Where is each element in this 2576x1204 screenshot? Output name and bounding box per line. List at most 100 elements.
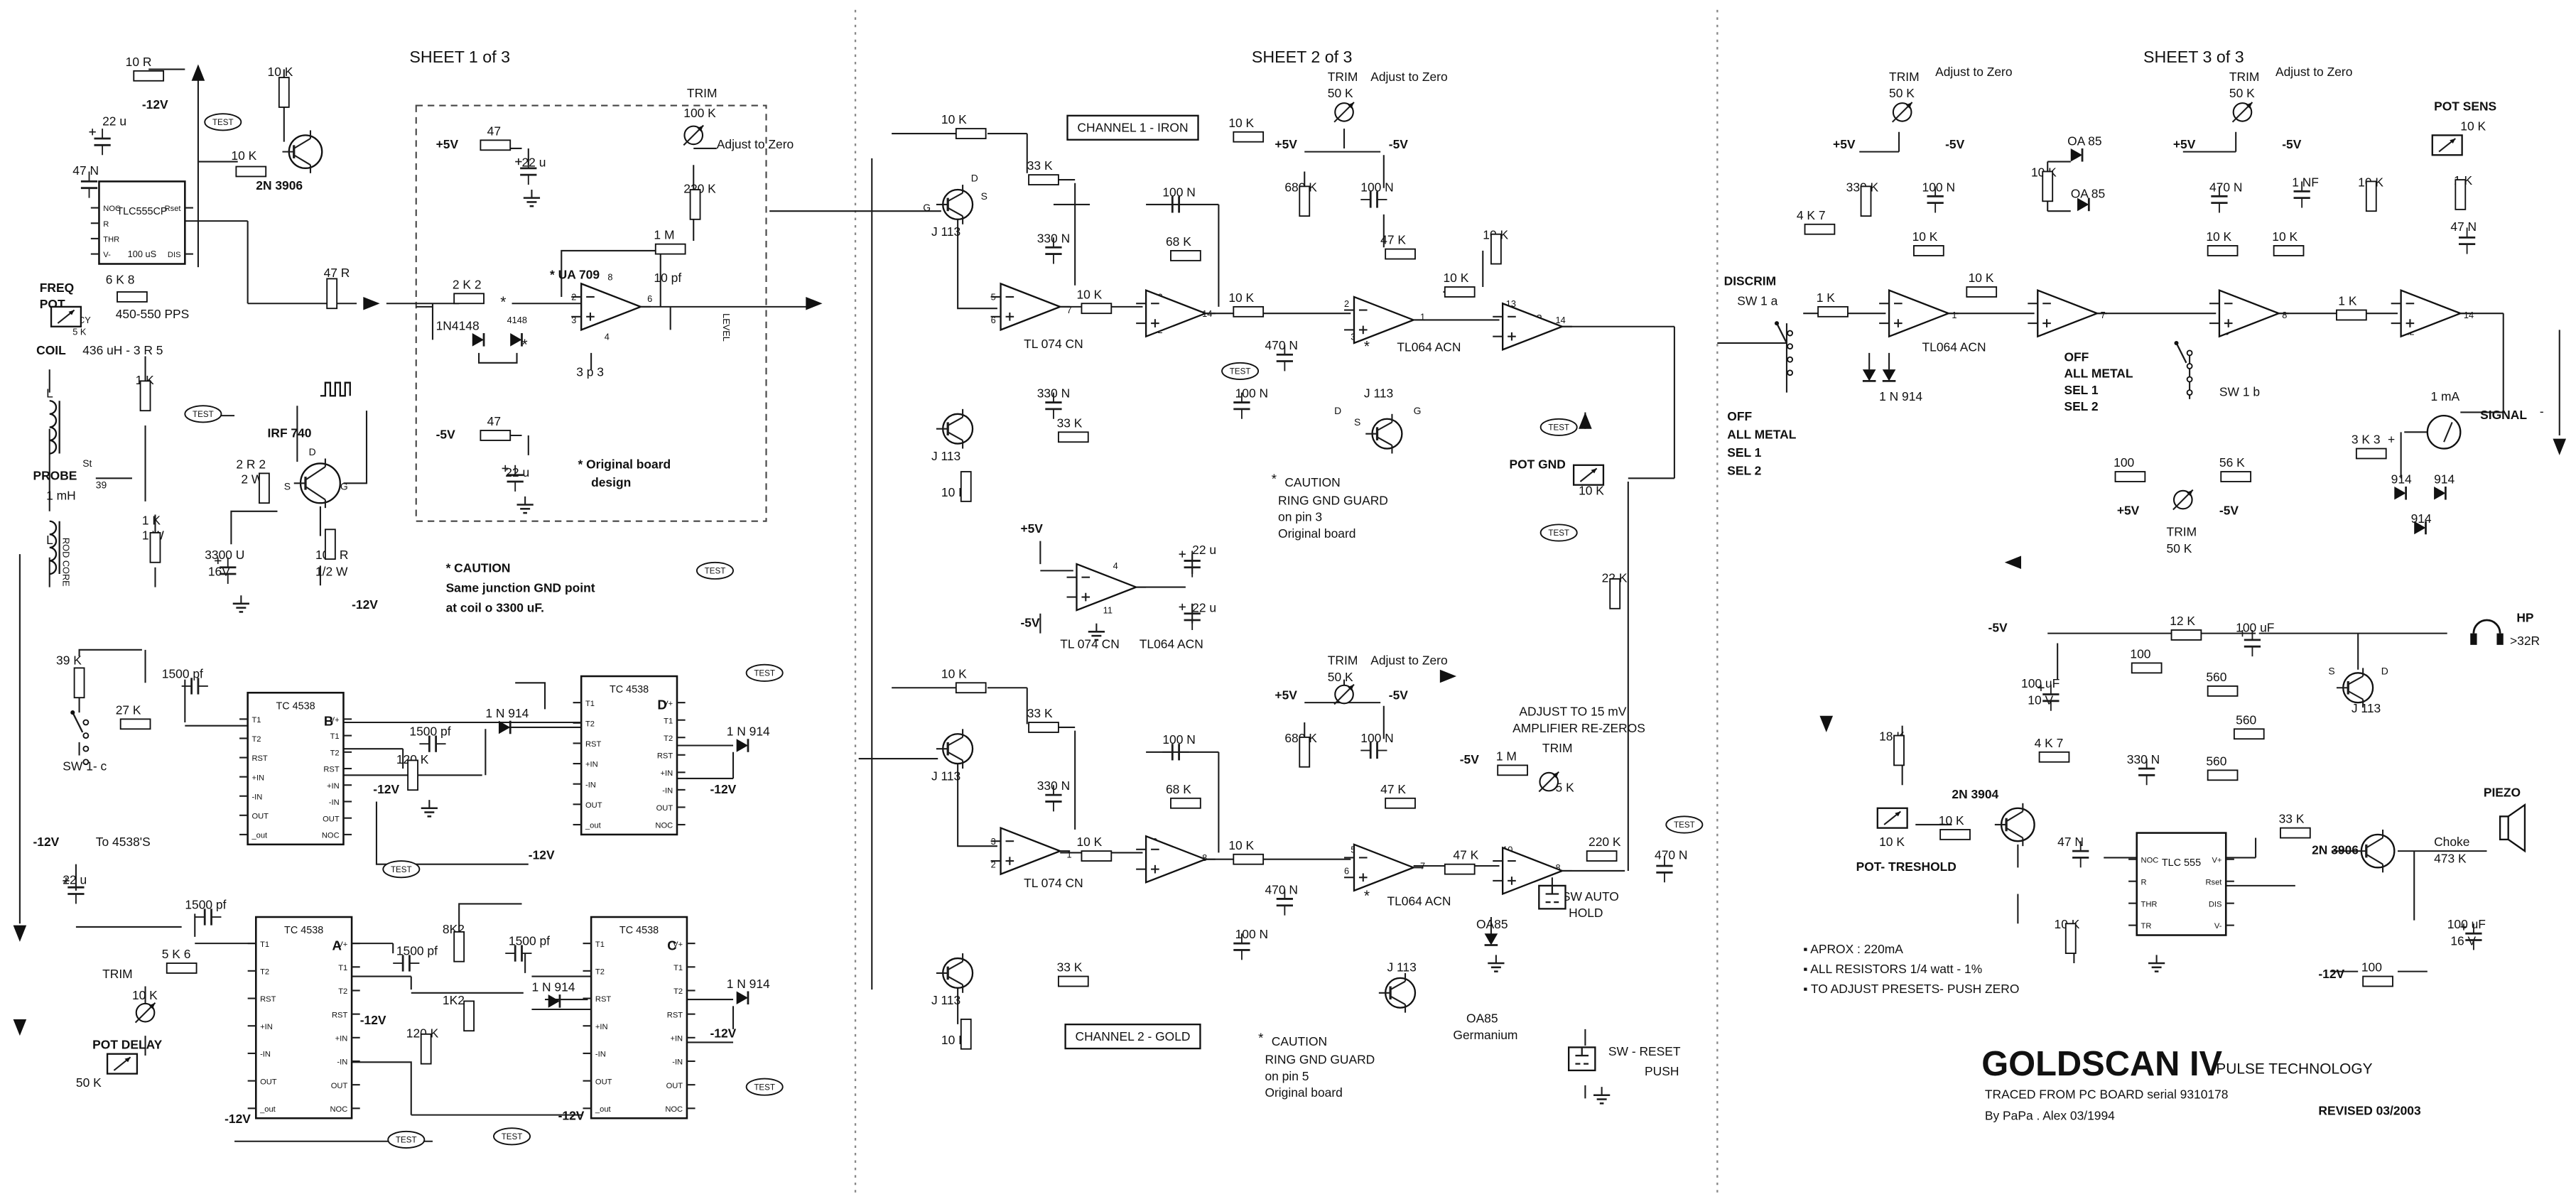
- resistor-symbol: [1586, 850, 1618, 862]
- resistor-symbol: [1299, 185, 1311, 217]
- schematic-label: DISCRIM: [1724, 274, 1777, 288]
- svg-text:V+: V+: [330, 716, 340, 725]
- svg-text:22 u: 22 u: [102, 114, 126, 128]
- svg-text:100 N: 100 N: [1922, 180, 1955, 194]
- resistor-symbol: [2220, 471, 2252, 482]
- svg-text:1 K: 1 K: [142, 513, 161, 527]
- svg-text:1: 1: [1067, 849, 1072, 859]
- svg-text:TC 4538: TC 4538: [610, 684, 649, 695]
- svg-text:TEST: TEST: [1230, 367, 1251, 376]
- schematic-label: 914: [2434, 472, 2455, 486]
- schematic-label: 2N 3906: [256, 178, 303, 192]
- diode-symbol: [2394, 486, 2407, 500]
- resistor-symbol: [420, 1033, 432, 1065]
- schematic-label: 2: [1344, 298, 1349, 309]
- schematic-label: J 113: [1387, 960, 1416, 975]
- transistor-symbol: [936, 408, 974, 449]
- schematic-label: 1N4148: [436, 318, 480, 332]
- schematic-label: 2N 3904: [1952, 787, 1998, 801]
- svg-text:-12V: -12V: [558, 1109, 585, 1123]
- capacitor-symbol: [2458, 227, 2476, 254]
- schematic-label: ▪ TO ADJUST PRESETS- PUSH ZERO: [1803, 982, 2019, 996]
- svg-text:IRF 740: IRF 740: [268, 425, 312, 440]
- svg-text:10 K: 10 K: [1969, 271, 1994, 285]
- svg-text:10 K: 10 K: [1579, 484, 1604, 498]
- schematic-label: 6: [647, 293, 652, 304]
- resistor-symbol: [1490, 233, 1502, 265]
- svg-text:2 R 2: 2 R 2: [236, 457, 266, 471]
- schematic-label: 470 N: [1655, 848, 1687, 862]
- svg-text:D: D: [1334, 405, 1341, 416]
- svg-text:47 N: 47 N: [2057, 835, 2084, 849]
- capacitor-symbol: [1360, 742, 1387, 759]
- schematic-label: CAUTION: [1284, 475, 1340, 489]
- svg-text:1: 1: [1952, 310, 1957, 320]
- svg-text:-IN: -IN: [672, 1058, 683, 1067]
- svg-text:COIL: COIL: [36, 343, 66, 357]
- svg-text:TL064 ACN: TL064 ACN: [1397, 340, 1461, 354]
- schematic-label: +5V: [2173, 137, 2196, 151]
- schematic-label: 10 K: [132, 988, 158, 1002]
- svg-text:AMPLIFIER RE-ZEROS: AMPLIFIER RE-ZEROS: [1512, 721, 1645, 735]
- schematic-label: Original board: [1265, 1085, 1342, 1100]
- schematic-label: 10 pf: [654, 271, 681, 285]
- schematic-label: Adjust to Zero: [1935, 65, 2012, 79]
- svg-text:473 K: 473 K: [2434, 851, 2467, 865]
- resistor-symbol: [2114, 471, 2146, 482]
- schematic-label: TL064 ACN: [1387, 894, 1451, 909]
- schematic-label: 10 K: [1228, 838, 1254, 852]
- transistor-symbol: [936, 729, 974, 769]
- resistor-symbol: [453, 931, 465, 962]
- schematic-label: -5V: [2219, 503, 2239, 517]
- svg-text:TRIM: TRIM: [1328, 70, 1358, 84]
- schematic-label: TRIM: [1542, 741, 1573, 755]
- schematic-label: CHANNEL 2 - GOLD: [1064, 1024, 1201, 1050]
- resistor-symbol: [1444, 863, 1476, 875]
- svg-text:47 K: 47 K: [1380, 233, 1406, 247]
- svg-text:10 V: 10 V: [2028, 693, 2053, 707]
- svg-text:GOLDSCAN IV: GOLDSCAN IV: [1981, 1045, 2222, 1083]
- svg-text:OFF: OFF: [2064, 350, 2089, 364]
- capacitor-symbol: [393, 955, 420, 972]
- resistor-symbol: [480, 430, 512, 441]
- schematic-label: 1 mH: [46, 489, 76, 503]
- ic-chip: TC 4538DT1T2RST+IN-INOUT_outV+T1T2RST+IN…: [573, 675, 686, 836]
- schematic-label: To 4538'S: [96, 835, 151, 849]
- trimpot-symbol: [2172, 489, 2194, 511]
- schematic-label: 5 K: [72, 326, 87, 337]
- test-point: TEST: [382, 860, 421, 879]
- schematic-label: -5V: [1389, 688, 1408, 703]
- schematic-label: +5V: [1020, 521, 1043, 536]
- svg-text:1 N 914: 1 N 914: [727, 725, 770, 739]
- resistor-symbol: [119, 718, 151, 730]
- svg-text:J 113: J 113: [931, 449, 960, 463]
- test-point: TEST: [204, 113, 242, 131]
- svg-text:1 M: 1 M: [1496, 749, 1517, 763]
- schematic-label: SHEET 1 of 3: [409, 48, 510, 66]
- svg-text:TC 4538: TC 4538: [276, 700, 315, 712]
- svg-text:914: 914: [2411, 511, 2432, 526]
- svg-text:22 u: 22 u: [1192, 600, 1216, 614]
- svg-text:50 K: 50 K: [2167, 541, 2192, 555]
- schematic-label: POT DELAY: [92, 1038, 162, 1052]
- schematic-label: -12V: [224, 1112, 251, 1126]
- schematic-label: 10 K: [941, 112, 967, 126]
- schematic-label: 1 K: [2338, 294, 2357, 308]
- svg-text:SW 1 a: SW 1 a: [1737, 294, 1777, 308]
- svg-text:56 K: 56 K: [2219, 455, 2245, 470]
- schematic-label: SHEET 3 of 3: [2143, 48, 2244, 66]
- svg-text:10 K: 10 K: [2460, 119, 2486, 133]
- svg-text:TRACED FROM PC BOARD serial 93: TRACED FROM PC BOARD serial 9310178: [1985, 1087, 2229, 1101]
- diode-symbol: [2070, 148, 2084, 162]
- svg-text:CAUTION: CAUTION: [1284, 475, 1340, 489]
- schematic-label: 12 K: [2170, 614, 2195, 628]
- svg-text:4 K 7: 4 K 7: [1797, 208, 1826, 222]
- svg-text:+IN: +IN: [335, 1034, 348, 1043]
- flow-arrow: [191, 64, 205, 81]
- resistor-symbol: [2233, 728, 2265, 740]
- svg-text:-12V: -12V: [373, 782, 399, 796]
- resistor-symbol: [1497, 764, 1528, 776]
- svg-text:D: D: [971, 172, 978, 183]
- svg-text:1 mA: 1 mA: [2430, 389, 2459, 403]
- flow-arrow: [2004, 555, 2022, 570]
